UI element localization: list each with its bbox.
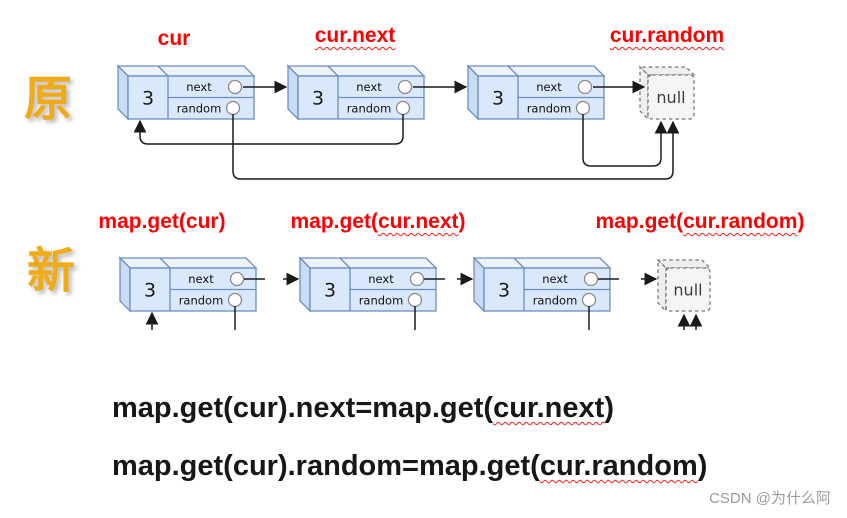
node-map-get-cur-next: 3 next random: [298, 256, 438, 313]
random-field-label: random: [347, 102, 392, 116]
node-value: 3: [492, 88, 504, 110]
formula-wavy-text: cur.random: [539, 450, 698, 482]
random-pointer-dot: [227, 292, 243, 308]
top-divider: [327, 65, 339, 77]
formula-text: ): [604, 392, 614, 424]
arrow-random-third-to-null: [582, 114, 668, 167]
next-field-label: next: [188, 272, 214, 286]
pointer-label-map-get-cur-random: map.get(cur.random): [596, 210, 805, 234]
next-pointer-dot: [583, 271, 599, 287]
next-field-label: next: [186, 80, 212, 94]
random-pointer-dot: [407, 292, 423, 308]
top-divider: [507, 65, 519, 77]
null-front-face: [665, 267, 711, 312]
null-top-face: [638, 66, 696, 76]
csdn-watermark: CSDN @为什么阿: [709, 490, 831, 507]
next-field-label: next: [536, 80, 562, 94]
next-field-label: next: [356, 80, 382, 94]
cube-top-face: [298, 257, 438, 269]
random-pointer-dot: [575, 100, 591, 116]
top-divider: [513, 257, 525, 269]
top-divider: [339, 257, 351, 269]
arrow-random-curnext-to-cur: [133, 114, 404, 145]
null-left-face: [639, 65, 649, 121]
next-field-label: next: [368, 272, 394, 286]
formula-next-assignment: map.get(cur).next=map.get(cur.next): [112, 392, 614, 425]
cube-top-face: [472, 257, 612, 269]
cube-top-face: [286, 65, 426, 77]
formula-random-assignment: map.get(cur).random=map.get(cur.random): [112, 450, 707, 483]
cube-left-face: [117, 64, 129, 121]
label-wavy-text: cur.random: [609, 24, 725, 47]
node-cur-next: 3 next random: [286, 64, 426, 121]
label-text: ): [458, 210, 466, 233]
cube-left-face: [467, 64, 479, 121]
label-wavy-text: cur.next: [377, 210, 459, 233]
next-pointer-dot: [409, 271, 425, 287]
null-front-face: [647, 74, 695, 120]
null-label: null: [656, 88, 685, 107]
label-text: map.get(: [595, 210, 684, 233]
formula-text: map.get(cur).next=map.get(: [112, 392, 494, 424]
random-pointer-dot: [225, 100, 241, 116]
random-field-label: random: [359, 294, 404, 308]
row-label-new: 新: [27, 245, 76, 298]
node-cur: 3 next random: [116, 64, 256, 121]
formula-text: map.get(cur).random=map.get(: [112, 450, 540, 482]
cube-left-face: [119, 256, 131, 313]
next-pointer-dot: [229, 271, 245, 287]
cube-left-face: [299, 256, 311, 313]
null-top-face: [656, 259, 712, 269]
label-text: map.get(cur): [98, 210, 226, 233]
label-text: ): [797, 210, 805, 233]
formula-wavy-text: cur.next: [493, 392, 605, 424]
node-map-get-third: 3 next random: [472, 256, 612, 313]
formula-text: ): [697, 450, 708, 482]
cube-top-face: [118, 257, 258, 269]
pointer-label-map-get-cur-next: map.get(cur.next): [290, 210, 465, 234]
node-value: 3: [324, 280, 336, 302]
node-value: 3: [312, 88, 324, 110]
next-pointer-dot: [577, 79, 593, 95]
node-cur-random: 3 next random: [466, 64, 606, 121]
node-value: 3: [498, 280, 510, 302]
random-pointer-dot: [395, 100, 411, 116]
node-value: 3: [144, 280, 156, 302]
random-field-label: random: [179, 294, 224, 308]
null-label: null: [673, 281, 702, 300]
pointer-label-map-get-cur: map.get(cur): [98, 210, 225, 234]
next-pointer-dot: [397, 79, 413, 95]
top-divider: [159, 257, 171, 269]
arrow-random-cur-to-null: [232, 114, 680, 180]
label-text: map.get(: [290, 210, 378, 233]
next-pointer-dot: [227, 79, 243, 95]
top-divider: [157, 65, 169, 77]
node-map-get-cur: 3 next random: [118, 256, 258, 313]
random-pointer-dot: [581, 292, 597, 308]
null-left-face: [657, 258, 667, 313]
node-value: 3: [142, 88, 154, 110]
random-field-label: random: [533, 294, 578, 308]
random-field-label: random: [527, 102, 572, 116]
pointer-label-cur-next: cur.next: [315, 24, 396, 48]
cube-left-face: [287, 64, 299, 121]
pointer-label-cur-random: cur.random: [610, 24, 724, 48]
cube-left-face: [473, 256, 485, 313]
row-label-original: 原: [24, 73, 73, 126]
label-text: cur: [157, 27, 191, 50]
label-wavy-text: cur.random: [683, 210, 798, 233]
cube-top-face: [116, 65, 256, 77]
pointer-label-cur: cur: [158, 27, 191, 51]
null-box-original: null: [638, 65, 696, 121]
cube-top-face: [466, 65, 606, 77]
random-field-label: random: [177, 102, 222, 116]
label-wavy-text: cur.next: [314, 24, 396, 47]
null-box-new: null: [656, 258, 712, 313]
next-field-label: next: [542, 272, 568, 286]
